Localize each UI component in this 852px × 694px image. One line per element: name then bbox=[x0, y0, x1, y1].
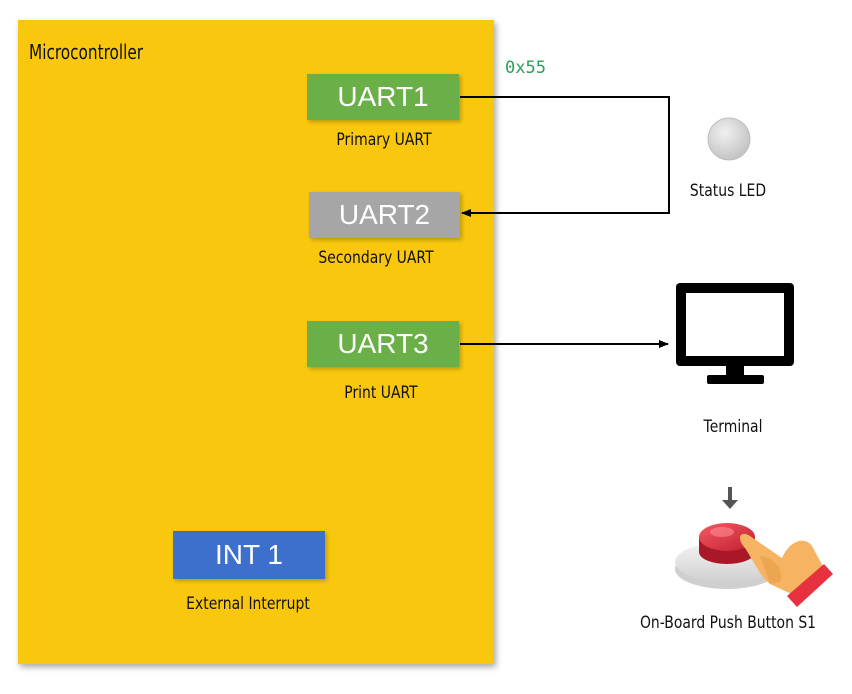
uart3-block: UART3 bbox=[307, 321, 459, 367]
microcontroller-title: Microcontroller bbox=[29, 40, 144, 64]
terminal-caption: Terminal bbox=[703, 417, 763, 437]
push-button-caption: On-Board Push Button S1 bbox=[639, 613, 817, 633]
status-led-caption: Status LED bbox=[689, 181, 767, 201]
status-led-icon bbox=[707, 117, 751, 161]
int1-caption: External Interrupt bbox=[186, 594, 310, 614]
terminal-monitor-icon bbox=[676, 283, 794, 384]
uart1-caption: Primary UART bbox=[336, 130, 432, 150]
uart2-caption: Secondary UART bbox=[318, 248, 434, 268]
uart1-block: UART1 bbox=[307, 74, 459, 120]
pressing-hand-icon bbox=[739, 533, 833, 607]
uart2-block: UART2 bbox=[309, 192, 460, 238]
int1-block: INT 1 bbox=[173, 531, 325, 579]
loopback-wire bbox=[460, 96, 670, 217]
uart3-caption: Print UART bbox=[344, 383, 418, 403]
loopback-data-label: 0x55 bbox=[505, 58, 546, 78]
